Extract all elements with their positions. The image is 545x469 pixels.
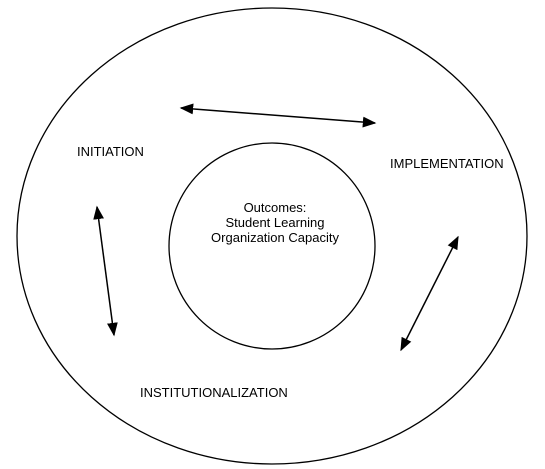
- outer-circle: [16, 7, 528, 465]
- outcomes-heading: Outcomes:: [243, 200, 307, 215]
- stage-label-implementation: IMPLEMENTATION: [390, 156, 504, 171]
- outcomes-text: Outcomes: Student Learning Organization …: [180, 200, 370, 245]
- arrow-institutionalization-initiation: [93, 205, 118, 337]
- inner-circle: [168, 142, 376, 350]
- stage-label-institutionalization: INSTITUTIONALIZATION: [140, 385, 288, 400]
- arrow-initiation-implementation: [179, 103, 377, 128]
- outcome-organization-capacity: Organization Capacity: [211, 230, 339, 245]
- outcome-student-learning: Student Learning: [225, 215, 325, 230]
- stage-label-initiation: INITIATION: [77, 144, 144, 159]
- arrow-implementation-institutionalization: [400, 235, 459, 352]
